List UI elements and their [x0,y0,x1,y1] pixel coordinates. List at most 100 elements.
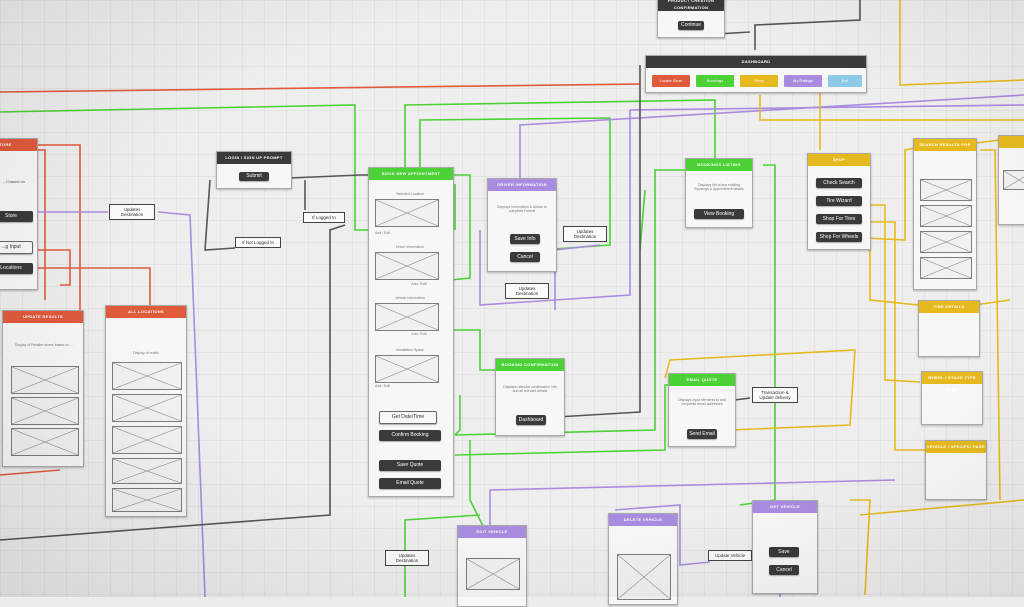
placeholder-image [466,558,520,590]
menu-item-bookings[interactable]: Bookings [696,75,734,87]
booking-confirmation-header: BOOKING CONFIRMATION [496,359,564,371]
main-menu-card: DASHBOARD Locate Store Bookings Shop My … [645,55,867,93]
menu-item-shop[interactable]: Shop [740,75,778,87]
placeholder-image [375,252,439,280]
shop-header: SHOP [808,154,870,166]
shop-for-tires-button[interactable]: Shop For Tires [816,214,862,224]
add-edit-link[interactable]: Add / Edit [375,384,391,388]
flow-label-updates-destination: Updates Destination [505,283,549,299]
placeholder-image [112,488,182,512]
save-info-button[interactable]: Save Info [510,234,540,244]
save-button[interactable]: Save [769,547,799,557]
flow-label-if-logged-in: If Logged In [303,212,345,223]
wheel-stage-card: WHEEL / STAGE TYPE PAGE [921,371,983,425]
book-appointment-header: BOOK NEW APPOINTMENT [369,168,453,180]
delete-vehicle-card: DELETE VEHICLE [608,513,678,605]
add-edit-link[interactable]: Add / Edit [411,282,427,286]
driver-info-desc: Displays Information & Allows to complet… [497,205,547,213]
all-locations-card: ALL LOCATIONS Display of retails [105,305,187,517]
placeholder-image [375,199,439,227]
tire-details-header: TIRE DETAILS [919,301,979,313]
get-vehicle-card: GET VEHICLE Save Cancel [752,500,818,594]
placeholder-image [112,362,182,390]
email-quote-header: EMAIL QUOTE [669,374,735,386]
store-card-header: STORE [0,139,37,151]
booking-confirmation-desc: Displays relevant confirmation info and … [503,385,557,393]
section-selected-location: Selected Location [396,192,424,196]
locations-button[interactable]: Locations [0,263,33,274]
section-installation-space: Installation Space [396,348,424,352]
flow-label-update-vehicle: Update Vehicle [708,550,752,561]
store-card-desc: ...t based on [3,179,26,184]
bookings-listing-card: BOOKINGS LISTING Displays list of any ex… [685,158,753,228]
placeholder-image [112,394,182,422]
get-date-time-button[interactable]: Get Date/Time [379,411,437,424]
far-right-header [999,136,1024,148]
input-button[interactable]: ...g Input [0,241,33,254]
email-quote-desc: Displays input elements to add recipient… [678,398,726,406]
all-locations-desc: Display of retails [133,351,159,355]
vehicle-specific-card: VEHICLE / SPECIFIC PAGE [925,440,987,500]
placeholder-image [617,554,671,600]
placeholder-image [112,458,182,484]
email-quote-button[interactable]: Email Quote [379,478,441,489]
placeholder-image [11,397,79,425]
dashboard-button[interactable]: Dashboard [516,415,546,425]
search-results-header: SEARCH RESULTS FOR [914,139,976,151]
shop-card: SHOP Check Search Tire Wizard Shop For T… [807,153,871,250]
placeholder-image [11,428,79,456]
vehicle-specific-header: VEHICLE / SPECIFIC PAGE [926,441,986,453]
cancel-button[interactable]: Cancel [769,565,799,575]
menu-item-my-ratings[interactable]: My Ratings [784,75,822,87]
shop-for-wheels-button[interactable]: Shop For Wheels [816,232,862,242]
section-vehicle-info: Vehicle Information [395,296,425,300]
section-driver-info: Driver Information [396,245,424,249]
get-vehicle-header: GET VEHICLE [753,501,817,513]
product-creation-card: PRODUCT CREATION CONFIRMATION Continue [657,0,725,38]
main-menu-header: DASHBOARD [646,56,866,68]
continue-button[interactable]: Continue [678,21,704,30]
confirm-booking-button[interactable]: Confirm Booking [379,430,441,441]
flow-label-transaction: Transaction & Update delivery [752,387,798,403]
product-creation-header: PRODUCT CREATION CONFIRMATION [658,0,724,11]
email-quote-card: EMAIL QUOTE Displays input elements to a… [668,373,736,447]
send-email-button[interactable]: Send Email [687,429,717,439]
store-button[interactable]: Store [0,211,33,222]
add-edit-link[interactable]: Add / Edit [375,231,391,235]
placeholder-image [920,257,972,279]
bookings-listing-desc: Displays list of any existing Bookings &… [694,183,744,191]
edit-vehicle-card: EDIT VEHICLE [457,525,527,607]
login-card: LOGIN / SIGN UP PROMPT Submit [216,151,292,189]
bookings-listing-header: BOOKINGS LISTING [686,159,752,171]
flow-label-updates-destination: Updates Destination [385,550,429,566]
store-card: STORE ...t based on Store ...g Input Loc… [0,138,38,290]
flow-label-if-not-logged-in: If Not Logged In [235,237,281,248]
view-booking-button[interactable]: View Booking [694,209,744,219]
cancel-button[interactable]: Cancel [510,252,540,262]
placeholder-image [112,426,182,454]
tire-details-card: TIRE DETAILS [918,300,980,357]
menu-item-locate-store[interactable]: Locate Store [652,75,690,87]
check-search-button[interactable]: Check Search [816,178,862,188]
tire-wizard-button[interactable]: Tire Wizard [816,196,862,206]
placeholder-image [11,366,79,394]
book-appointment-card: BOOK NEW APPOINTMENT Selected Location A… [368,167,454,497]
driver-info-card: DRIVER INFORMATION Displays Information … [487,178,557,272]
driver-info-header: DRIVER INFORMATION [488,179,556,191]
far-right-card [998,135,1024,225]
login-header: LOGIN / SIGN UP PROMPT [217,152,291,164]
wheel-stage-header: WHEEL / STAGE TYPE PAGE [922,372,982,392]
flow-label-updates-destination: Updates Destination [109,204,155,220]
placeholder-image [1003,170,1024,190]
save-quote-button[interactable]: Save Quote [379,460,441,471]
add-edit-link[interactable]: Add / Edit [411,332,427,336]
submit-button[interactable]: Submit [239,172,269,181]
placeholder-image [375,355,439,383]
flow-label-updates-destination: Updates Destination [563,226,607,242]
placeholder-image [920,179,972,201]
placeholder-image [920,231,972,253]
menu-item-exit[interactable]: Exit [828,75,862,87]
placeholder-image [375,303,439,331]
update-results-desc: Display of Retailer stores based on ... [14,343,74,347]
